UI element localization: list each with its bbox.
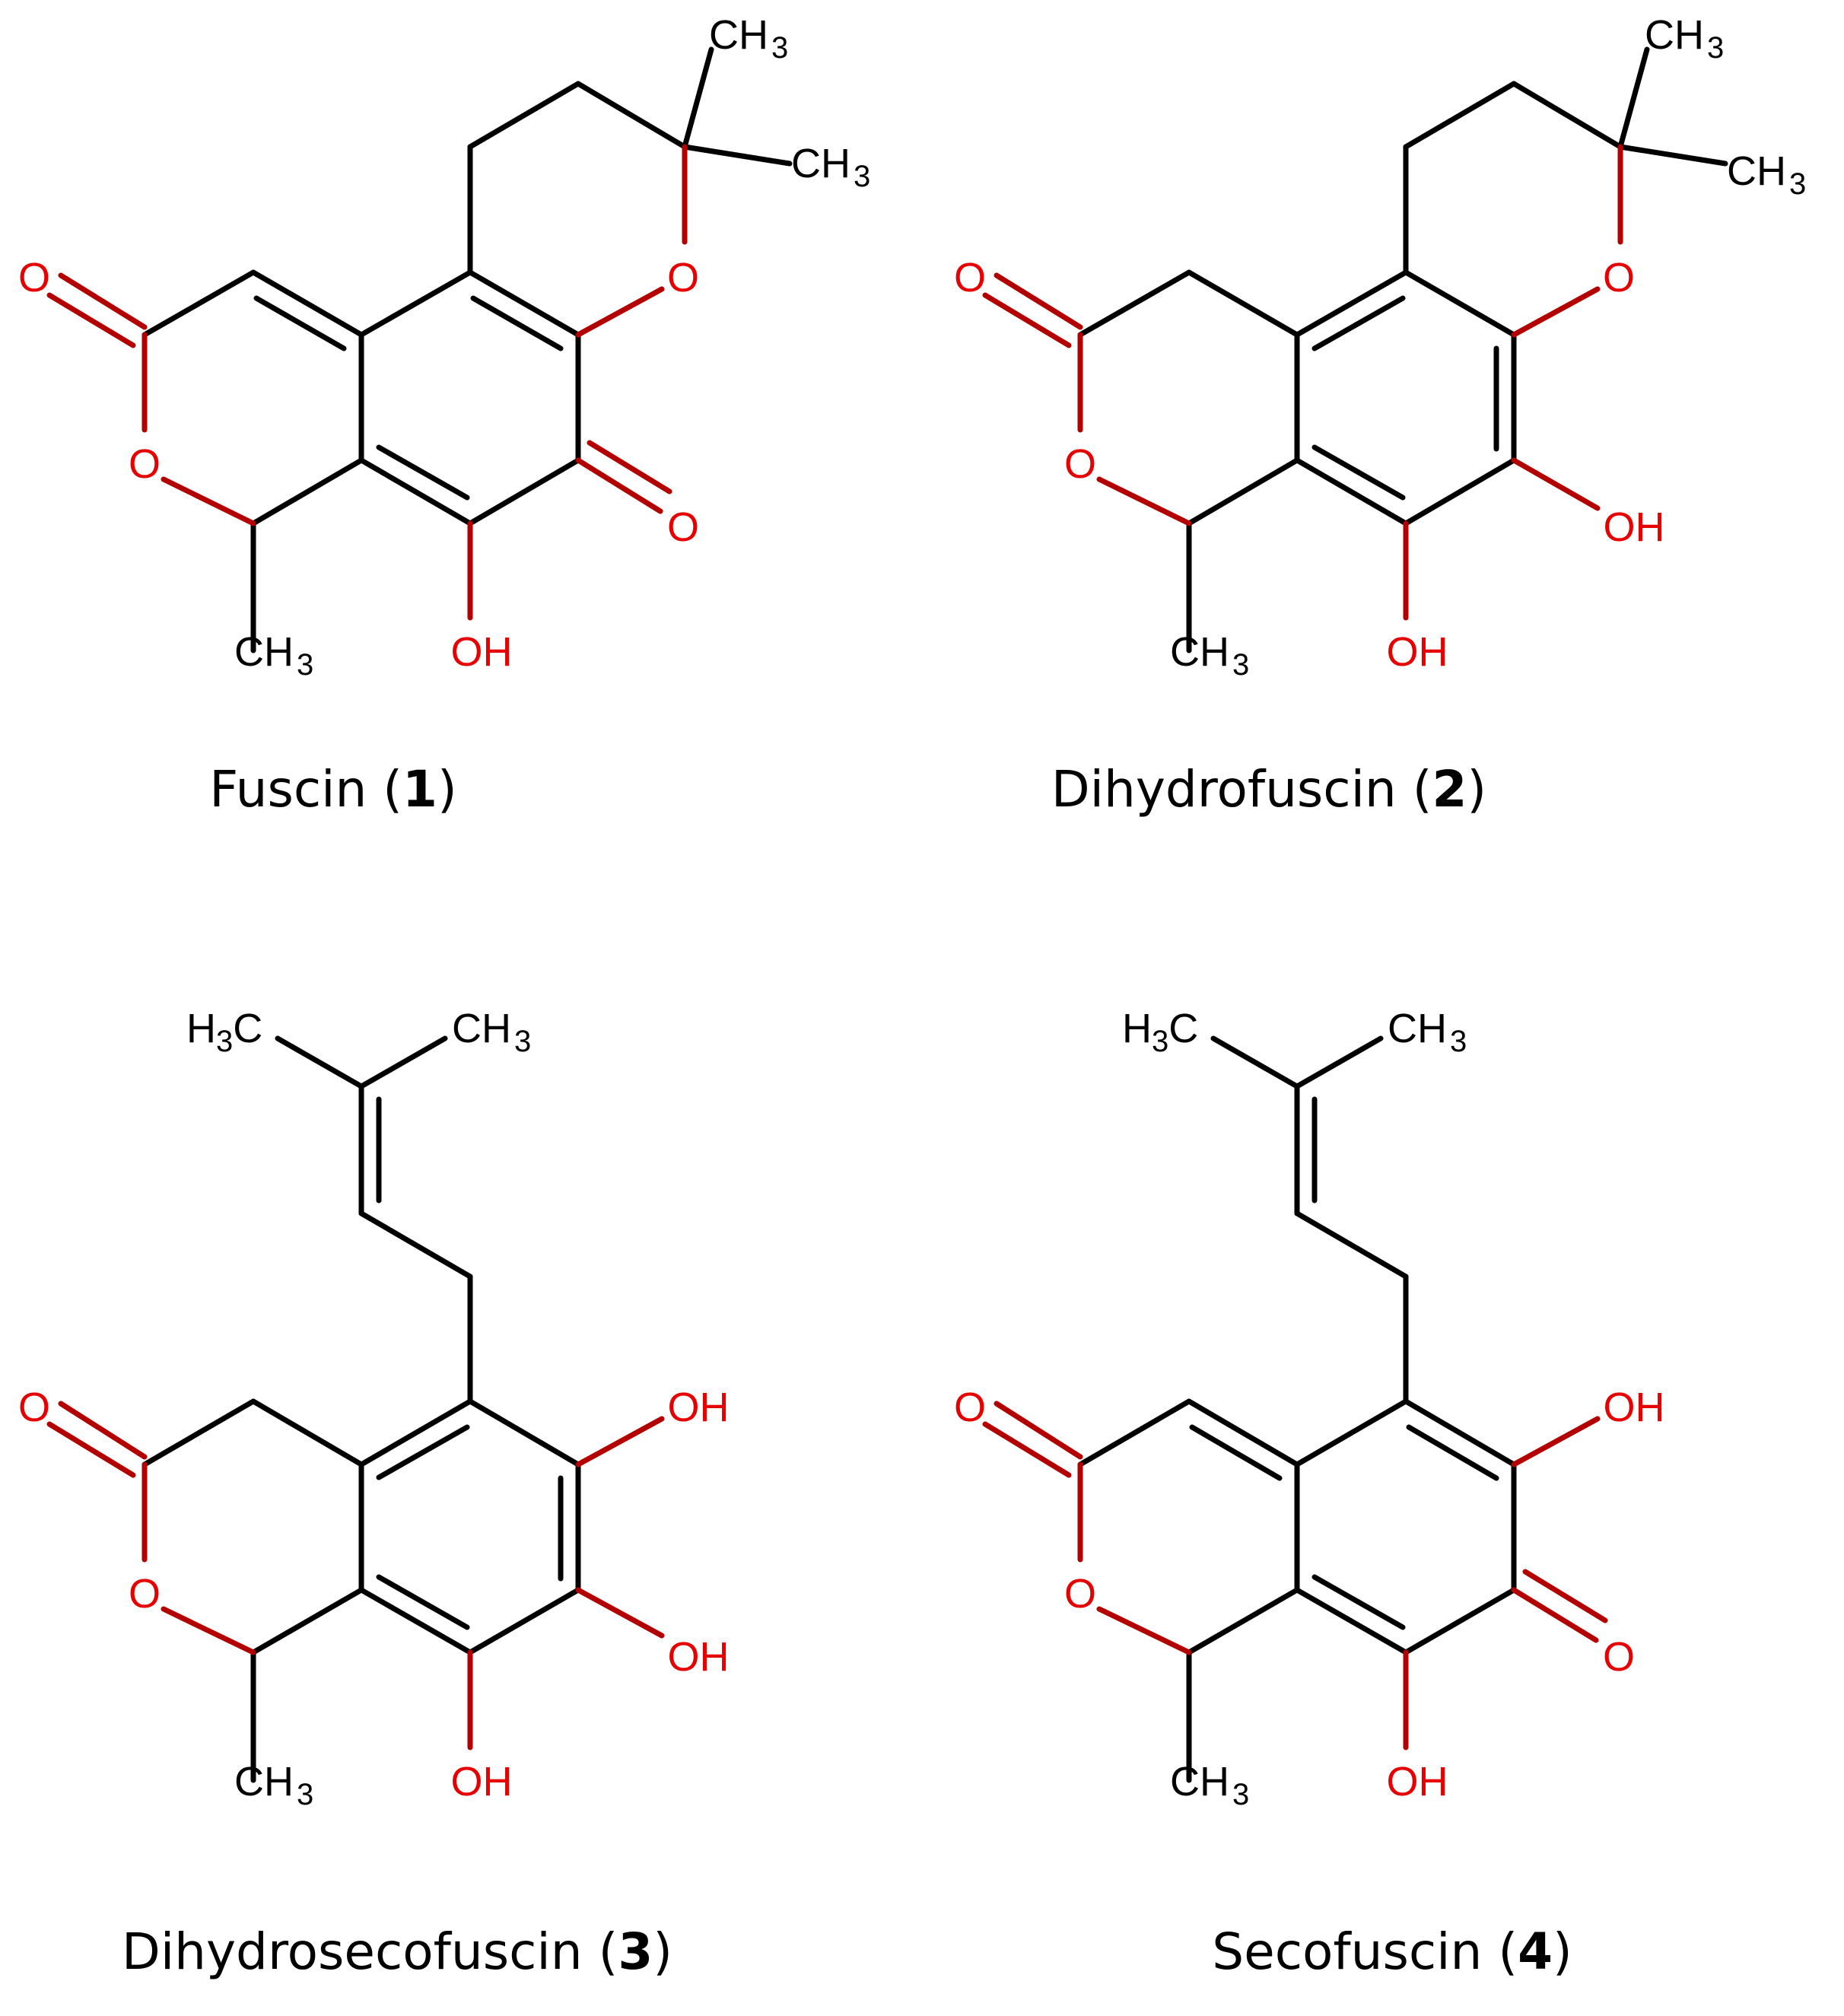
oxygen-label: O xyxy=(18,1385,50,1430)
methyl-label: H3C xyxy=(186,1006,262,1058)
hydroxyl-label: OH xyxy=(451,1759,513,1805)
oxygen-label: O xyxy=(129,441,161,487)
methyl-label: H3C xyxy=(1122,1006,1198,1058)
oxygen-label: O xyxy=(1064,441,1096,487)
oxygen-bonds xyxy=(46,1401,665,1750)
hydroxyl-label: OH xyxy=(1604,504,1665,550)
caption-secofuscin: Secofuscin (4) xyxy=(1212,1922,1572,1981)
hydroxyl-label: OH xyxy=(1387,1759,1448,1805)
caption-fuscin: Fuscin (1) xyxy=(209,760,456,819)
hydroxyl-label: OH xyxy=(451,629,513,675)
hydroxyl-label: OH xyxy=(668,1385,730,1430)
caption-dihydrofuscin: Dihydrofuscin (2) xyxy=(1051,760,1486,819)
bonds xyxy=(141,1035,581,1783)
hydroxyl-label: OH xyxy=(668,1634,730,1680)
oxygen-label: O xyxy=(667,255,699,300)
oxygen-bonds xyxy=(982,144,1623,621)
oxygen-label: O xyxy=(667,504,699,550)
caption-dihydrosecofuscin: Dihydrosecofuscin (3) xyxy=(122,1922,672,1981)
bonds xyxy=(141,46,793,653)
bonds xyxy=(1077,1035,1517,1783)
oxygen-bonds xyxy=(46,144,688,621)
oxygen-label: O xyxy=(954,255,986,300)
oxygen-label: O xyxy=(18,255,50,300)
oxygen-label: O xyxy=(1064,1571,1096,1617)
bonds xyxy=(1077,46,1728,653)
oxygen-label: O xyxy=(954,1385,986,1430)
hydroxyl-label: OH xyxy=(1604,1385,1665,1430)
oxygen-bonds xyxy=(982,1401,1608,1750)
oxygen-label: O xyxy=(1603,1634,1635,1680)
oxygen-label: O xyxy=(129,1571,161,1617)
oxygen-label: O xyxy=(1603,255,1635,300)
hydroxyl-label: OH xyxy=(1387,629,1448,675)
